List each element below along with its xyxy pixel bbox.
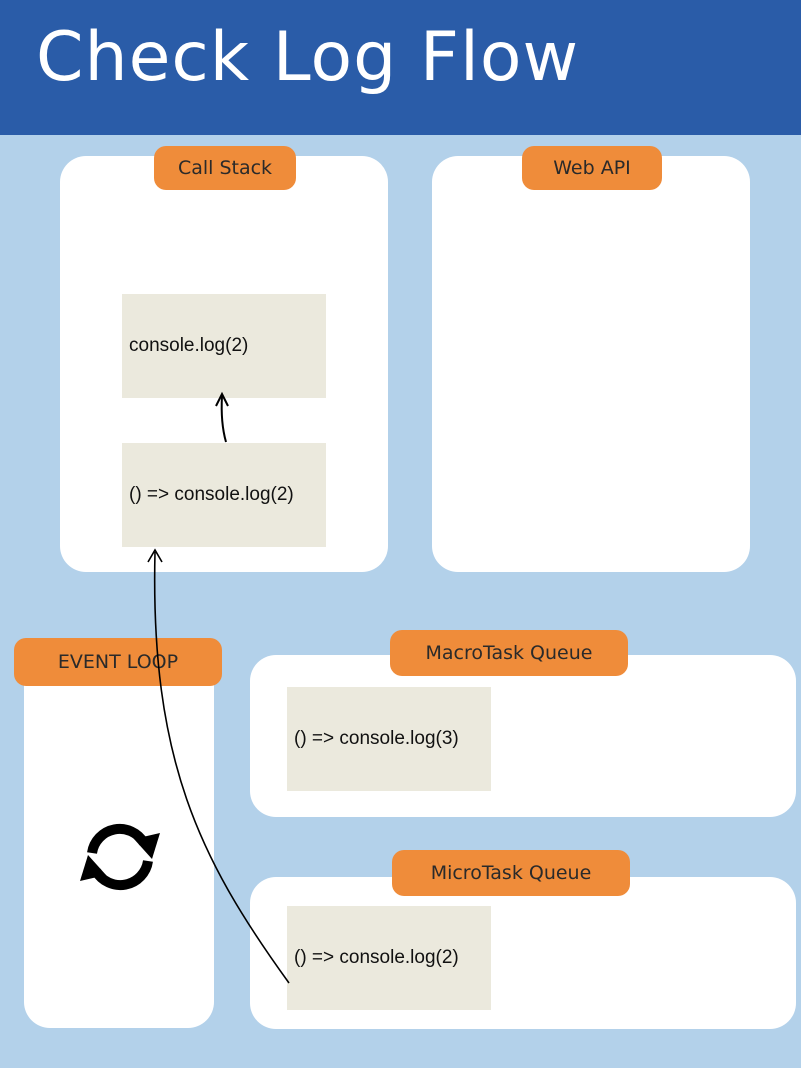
web-api-label: Web API <box>522 146 662 190</box>
call-stack-label: Call Stack <box>154 146 296 190</box>
refresh-cycle-icon <box>80 823 160 891</box>
microtask-queue-label: MicroTask Queue <box>392 850 630 896</box>
stack-frame-bottom: () => console.log(2) <box>122 443 326 547</box>
web-api-panel <box>432 156 750 572</box>
header-banner: Check Log Flow <box>0 0 801 135</box>
stack-frame-top: console.log(2) <box>122 294 326 398</box>
macrotask-queue-label: MacroTask Queue <box>390 630 628 676</box>
page-title: Check Log Flow <box>36 18 580 97</box>
macrotask-item: () => console.log(3) <box>287 687 491 791</box>
microtask-item: () => console.log(2) <box>287 906 491 1010</box>
event-loop-label: EVENT LOOP <box>14 638 222 686</box>
